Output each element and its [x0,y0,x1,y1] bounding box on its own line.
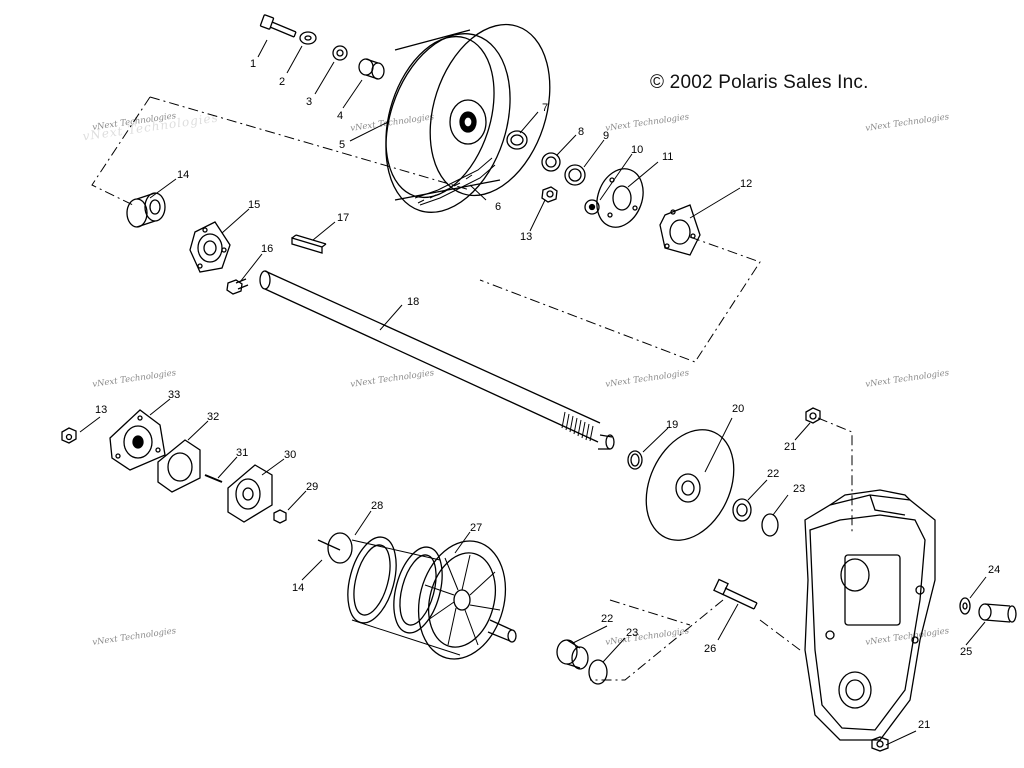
part-30-flangette [227,464,273,523]
callout-5: 5 [339,139,345,151]
part-9-ring [564,164,586,186]
chaincase-housing [804,489,936,741]
callout-labels: 1 2 3 4 5 6 7 8 9 10 11 12 13 14 15 16 1… [95,58,1000,731]
callout-13-top: 13 [520,231,532,243]
callout-4: 4 [337,110,343,122]
callout-31: 31 [236,447,248,459]
callout-12: 12 [740,178,752,190]
part-20-brake-disc [645,429,735,541]
part-21-nut-lower [871,736,889,752]
callout-14-lower: 14 [292,582,304,594]
callout-15: 15 [248,199,260,211]
part-27-28-track-drive-sprockets [317,532,517,660]
callout-27: 27 [470,522,482,534]
part-7-seal [506,130,528,150]
callout-13-lower: 13 [95,404,107,416]
callout-2: 2 [279,76,285,88]
part-6-chain [414,157,496,206]
callout-32: 32 [207,411,219,423]
callout-8: 8 [578,126,584,138]
part-8-oring [541,152,561,172]
callout-33: 33 [168,389,180,401]
callout-25: 25 [960,646,972,658]
copyright-notice: © 2002 Polaris Sales Inc. [650,72,869,93]
part-22-bearing-upper [732,498,752,522]
part-25-bolt [978,603,1017,623]
callout-22-lower: 22 [601,613,613,625]
part-4-spacer [358,58,385,80]
callout-22-upper: 22 [767,468,779,480]
callout-6: 6 [495,201,501,213]
part-32-gasket [157,439,201,493]
callout-23-upper: 23 [793,483,805,495]
part-33-bearing-flange [109,409,166,471]
callout-26: 26 [704,643,716,655]
part-22-bearing-lower [556,639,589,670]
part-13-nut-lower [61,427,77,444]
callout-7: 7 [542,102,548,114]
part-24-washer [959,597,971,615]
assembly-dash-lines [91,96,853,681]
part-14-bearing-top [126,192,166,228]
callout-30: 30 [284,449,296,461]
part-23-cap-upper [761,513,779,537]
callout-9: 9 [603,130,609,142]
callout-29: 29 [306,481,318,493]
part-13-nut-top [541,186,558,203]
part-17-key [291,234,327,254]
part-23-cap-lower [588,659,608,685]
callout-17: 17 [337,212,349,224]
callout-24: 24 [988,564,1000,576]
part-11-plate [596,168,644,228]
part-3-lockwasher [332,45,348,61]
callout-10: 10 [631,144,643,156]
part-2-washer [299,31,317,45]
callout-20: 20 [732,403,744,415]
callout-18: 18 [407,296,419,308]
callout-23-lower: 23 [626,627,638,639]
callout-16: 16 [261,243,273,255]
part-1-bolt [259,14,297,38]
callout-19: 19 [666,419,678,431]
callout-3: 3 [306,96,312,108]
callout-21-upper: 21 [784,441,796,453]
part-18-driveshaft [259,270,615,450]
part-31-pin [204,474,223,483]
callout-1: 1 [250,58,256,70]
part-19-ring [627,450,643,470]
part-26-bolt [713,578,758,610]
leader-lines [79,39,987,746]
part-12-flangette [659,204,701,256]
callout-11: 11 [662,151,673,163]
part-5-drive-sprocket [385,23,551,213]
part-10-washer [584,199,600,215]
callout-21-lower: 21 [918,719,930,731]
part-21-nut-upper [805,407,821,424]
part-29-nut [273,509,287,524]
part-15-flangette [189,221,231,273]
callout-28: 28 [371,500,383,512]
part-16-bolt [226,278,249,295]
callout-14-top: 14 [177,169,189,181]
